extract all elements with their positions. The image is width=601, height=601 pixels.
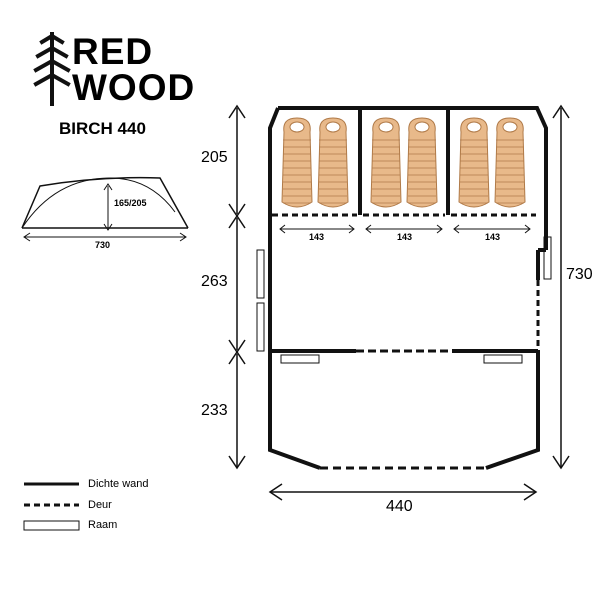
side-length-label: 730 xyxy=(95,240,111,250)
bedroom-width-label: 143 xyxy=(485,232,501,242)
brand-line-2: WOOD xyxy=(72,67,196,108)
bedroom-depth-label: 205 xyxy=(201,149,228,166)
legend-label-window: Raam xyxy=(88,519,118,531)
sleeping-bag xyxy=(406,117,438,208)
sleeping-bag xyxy=(281,117,313,208)
legend-label-door: Deur xyxy=(88,499,112,511)
bedroom-width-label: 143 xyxy=(397,232,413,242)
brand-name: RED WOOD xyxy=(72,31,196,108)
legend-symbols xyxy=(23,482,80,531)
brand-line-1: RED xyxy=(72,31,154,72)
legend-label-wall: Dichte wand xyxy=(88,478,149,490)
porch-depth-label: 233 xyxy=(201,402,228,419)
floorplan xyxy=(256,106,552,470)
sleeping-bag xyxy=(317,117,349,208)
sleeping-bag xyxy=(370,117,402,208)
living-depth-label: 263 xyxy=(201,273,228,290)
sleeping-bag xyxy=(494,117,526,208)
sleeping-bags xyxy=(281,117,526,208)
bedroom-width-label: 143 xyxy=(309,232,325,242)
side-view xyxy=(21,176,189,242)
dimension-arrows xyxy=(228,104,570,501)
sleeping-bag xyxy=(458,117,490,208)
model-name: BIRCH 440 xyxy=(59,119,146,138)
side-height-label: 165/205 xyxy=(114,198,147,208)
total-length-label: 730 xyxy=(566,266,593,283)
width-label: 440 xyxy=(386,498,413,515)
